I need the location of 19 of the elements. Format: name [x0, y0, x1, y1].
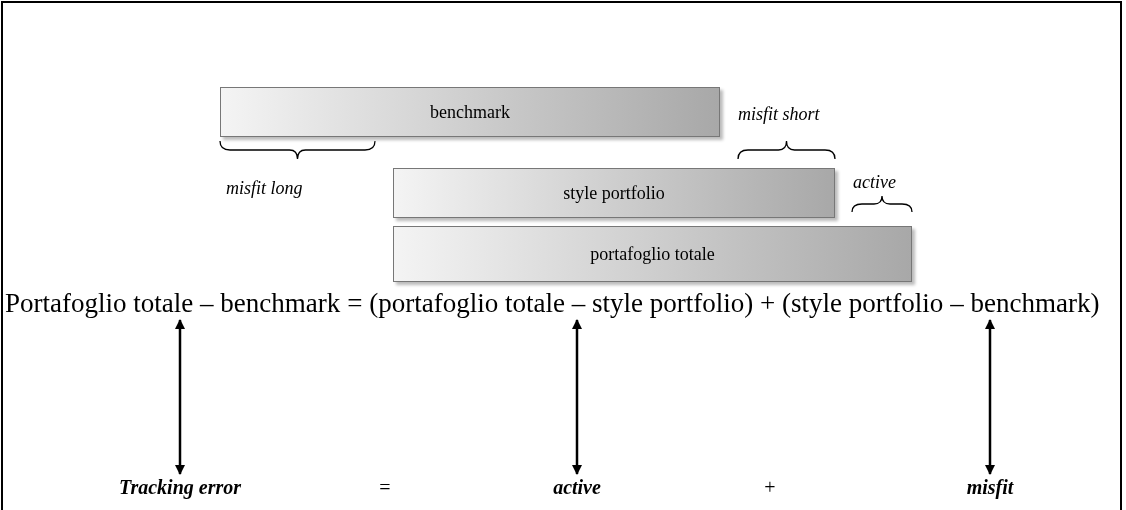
brace-label: misfit short [738, 104, 820, 125]
double-arrow [175, 319, 185, 475]
double-arrow [985, 319, 995, 475]
portfolio-bar: style portfolio [393, 168, 835, 218]
operator-sign: = [379, 476, 391, 499]
portfolio-bar: benchmark [220, 87, 720, 137]
portfolio-bar: portafoglio totale [393, 226, 912, 282]
brace-label: misfit long [226, 178, 303, 199]
term-label: active [553, 476, 601, 499]
equation-term: Portafoglio totale – benchmark [5, 288, 341, 318]
term-label: Tracking error [119, 476, 241, 499]
operator-sign: + [764, 476, 776, 499]
equation-term: (portafoglio totale – style portfolio) [369, 288, 754, 318]
term-label: misfit [966, 476, 1014, 499]
operator-sign: + [760, 288, 776, 318]
brace-label: active [853, 172, 896, 193]
operator-sign: = [347, 288, 363, 318]
double-arrow [572, 319, 582, 475]
equation-term: (style portfolio – benchmark) [782, 288, 1100, 318]
